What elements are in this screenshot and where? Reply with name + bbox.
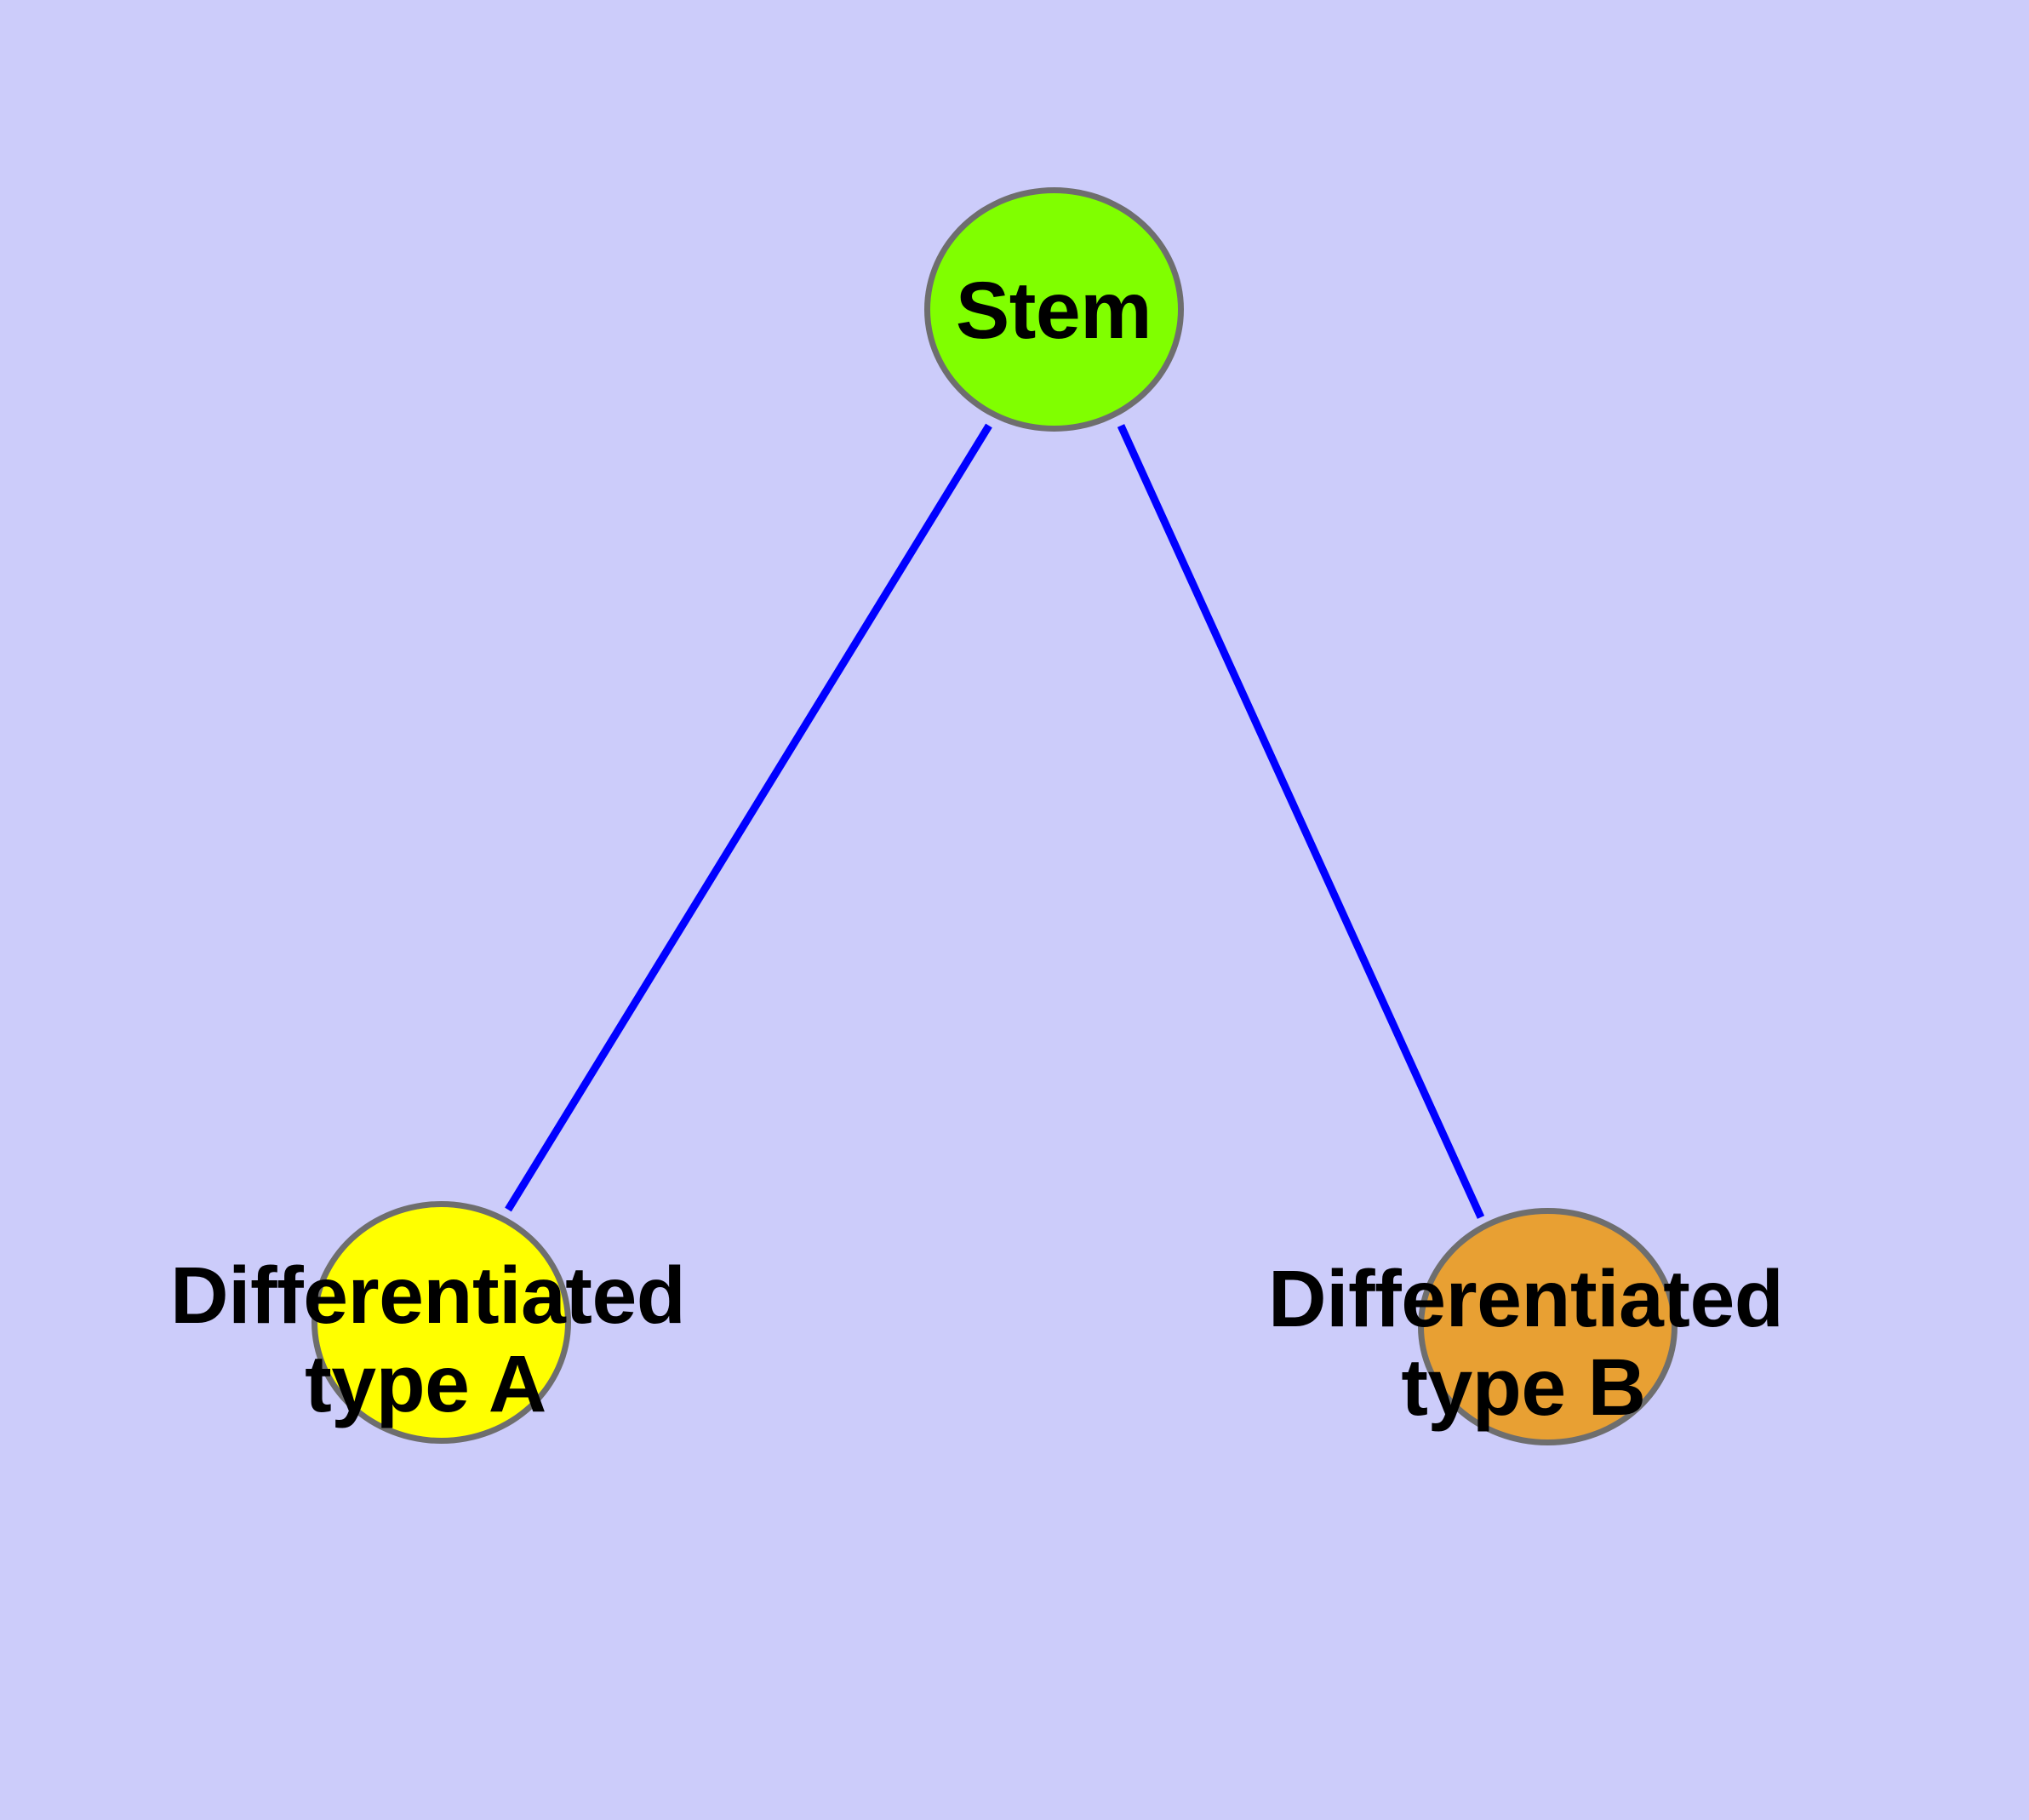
edge-stem-to-differentiated-type-a xyxy=(505,423,992,1212)
node-differentiated-type-a[interactable] xyxy=(311,1201,571,1444)
node-differentiated-type-b[interactable] xyxy=(1418,1208,1677,1445)
edge-stem-to-differentiated-type-b xyxy=(1117,424,1485,1219)
node-stem[interactable] xyxy=(924,187,1184,432)
